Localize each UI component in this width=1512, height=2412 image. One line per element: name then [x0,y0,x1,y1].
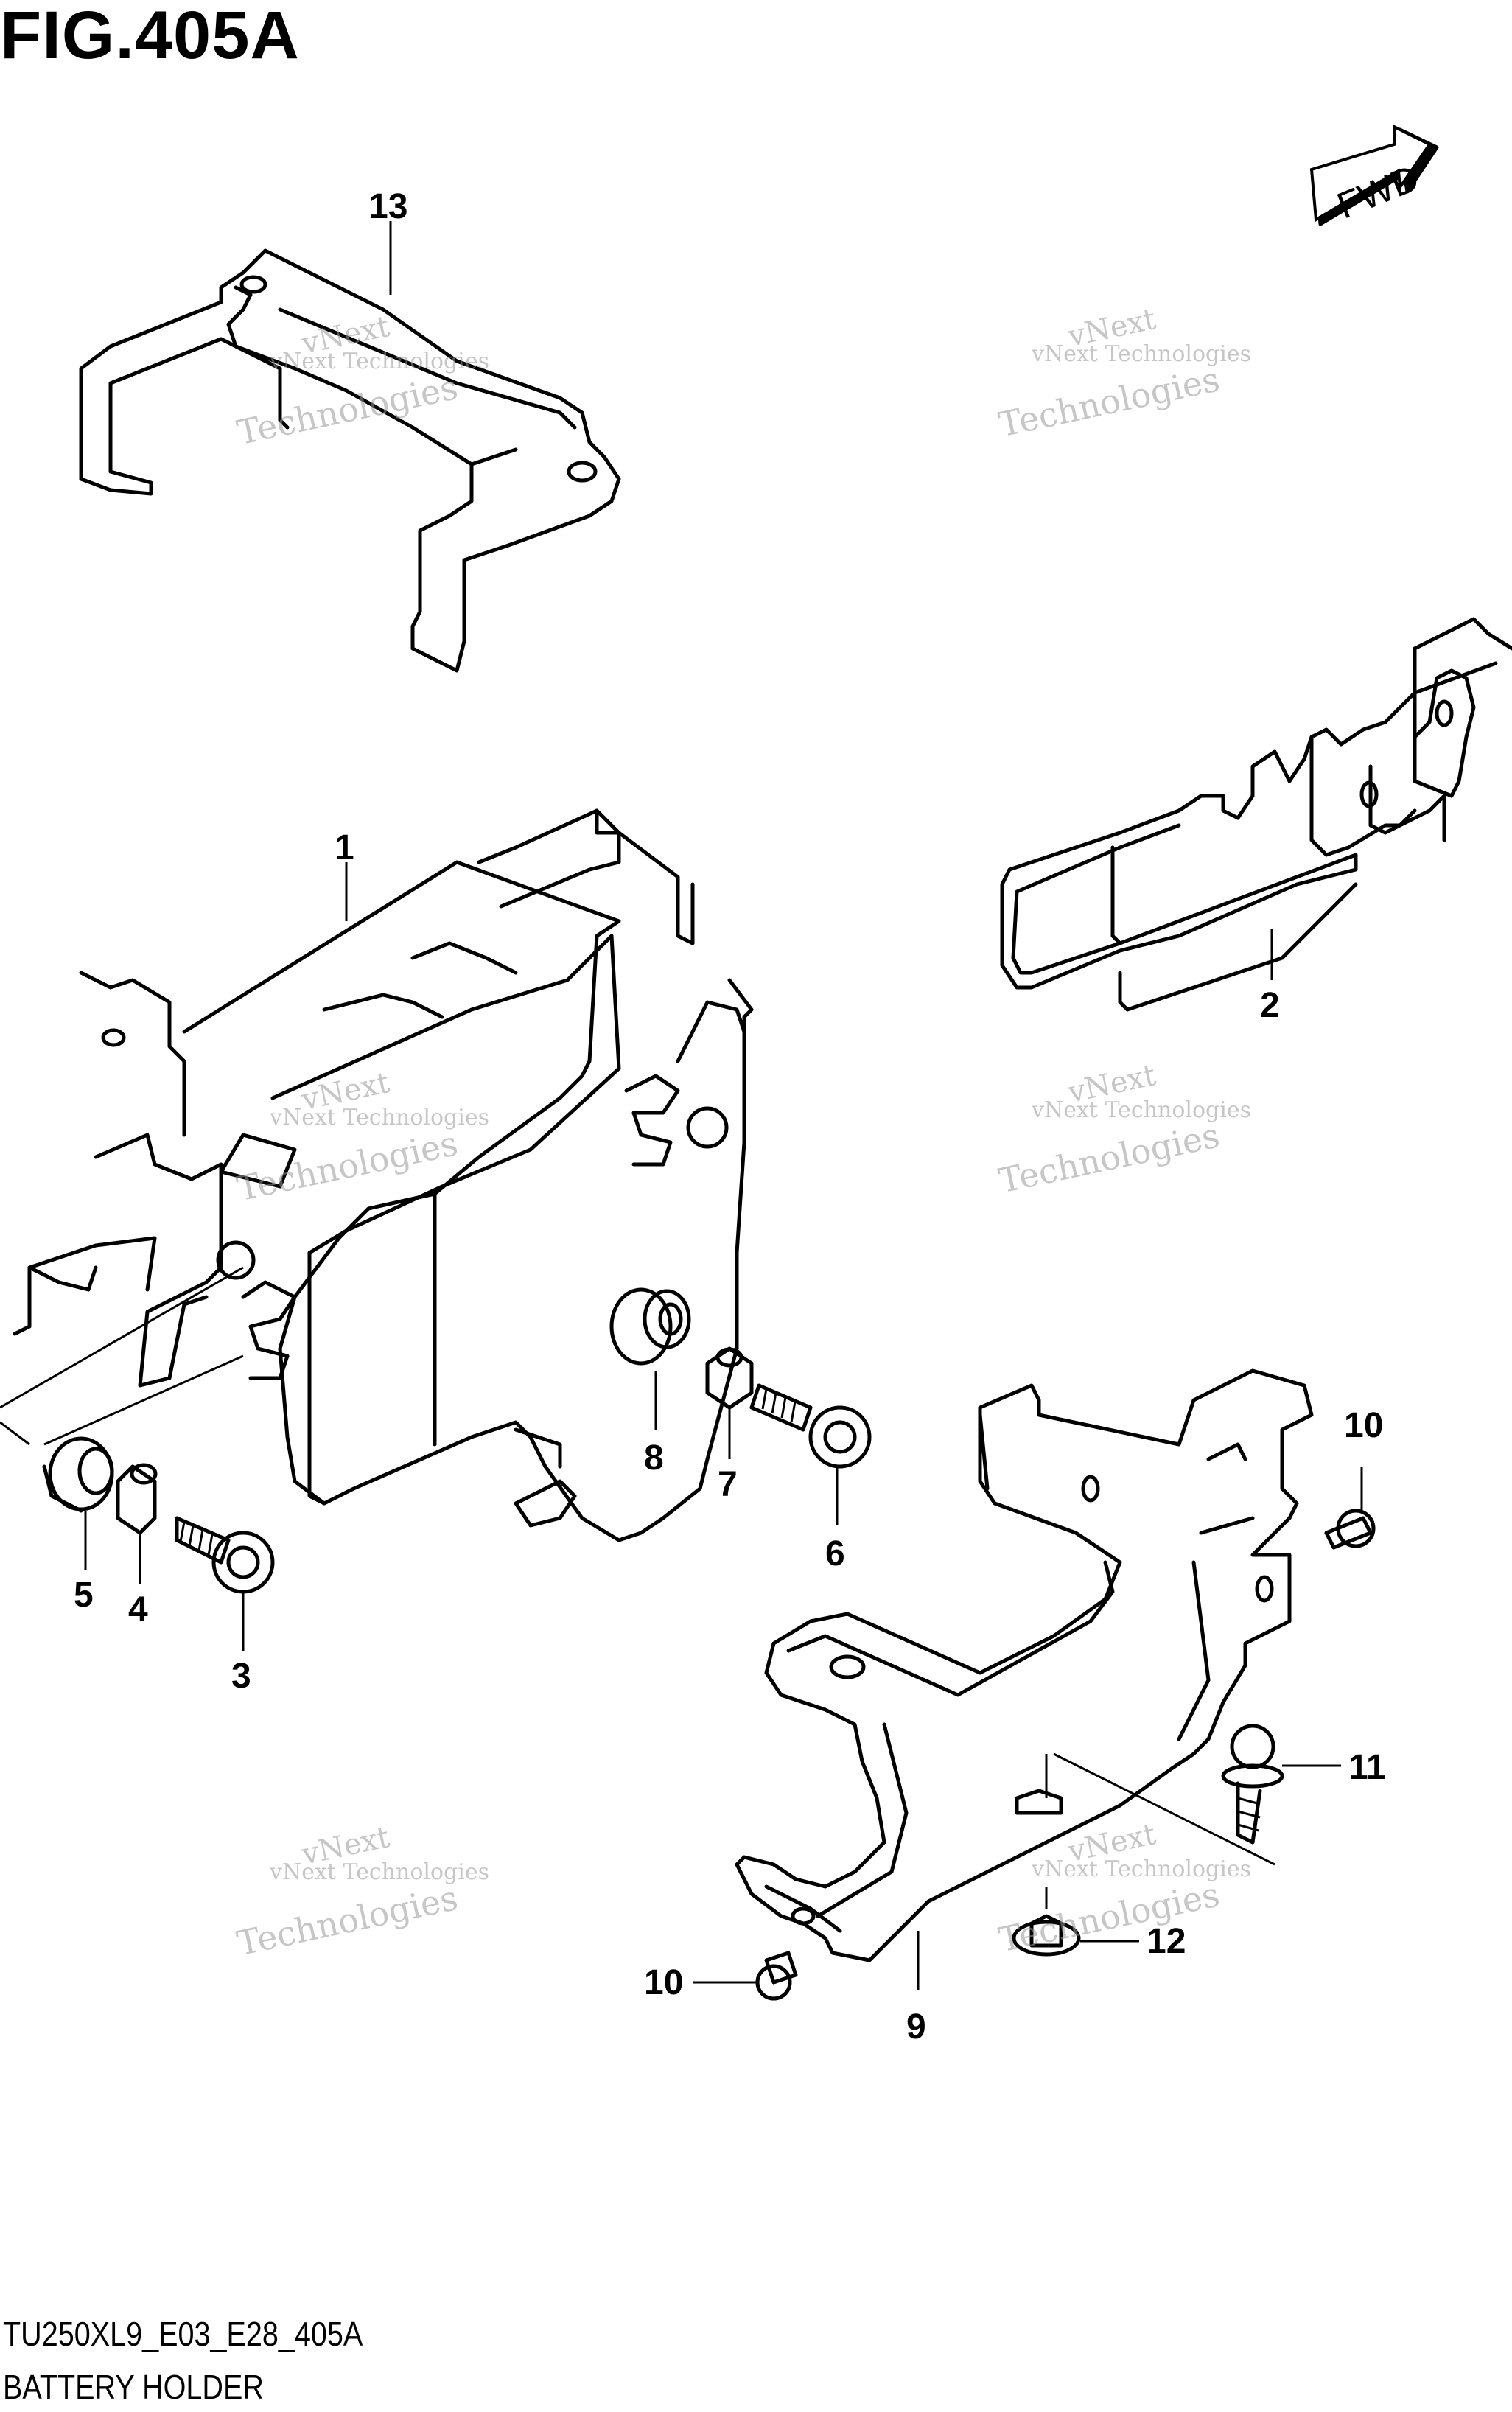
callout-5: 5 [74,1576,94,1615]
figure-caption: BATTERY HOLDER [3,2368,264,2406]
svg-text:Technologies: Technologies [995,1874,1223,1960]
callout-3: 3 [231,1657,251,1696]
part-9-lower-bracket [735,1368,1314,1962]
callout-11: 11 [1348,1748,1386,1787]
svg-text:vNext Technologies: vNext Technologies [269,1105,489,1130]
leader-lines [84,221,1363,1990]
svg-text:vNext Technologies: vNext Technologies [269,349,489,374]
part-10-bolt-upper [1324,1509,1376,1550]
fwd-arrow-icon: FWD [1309,124,1439,226]
callout-4: 4 [128,1590,148,1629]
part-12-nut [1012,1914,1081,1957]
svg-text:Technologies: Technologies [995,1115,1223,1200]
figure-code: TU250XL9_E03_E28_405A [3,2315,363,2353]
callout-8: 8 [644,1439,664,1478]
part-10-bolt-lower [755,1951,798,2001]
svg-text:Technologies: Technologies [995,359,1223,444]
svg-text:vNext Technologies: vNext Technologies [1031,1856,1251,1882]
part-8-grommet [609,1287,691,1366]
part-7-collar [705,1346,754,1410]
watermark-middle-left: vNext vNext Technologies Technologies [234,1066,489,1209]
callout-9: 9 [906,2007,926,2046]
watermark-top-right: vNext vNext Technologies Technologies [995,302,1251,444]
part-11-bolt [1221,1724,1284,1845]
callout-12: 12 [1147,1922,1186,1961]
part-2-rod-bracket [1000,617,1512,1012]
watermark-bottom-right: vNext vNext Technologies Technologies [995,1817,1251,1960]
watermark-bottom-left: vNext vNext Technologies Technologies [234,1820,489,1963]
callout-1: 1 [335,828,354,867]
part-4-collar [116,1463,158,1535]
callout-13: 13 [368,187,407,226]
callout-10-lower: 10 [644,1963,683,2002]
figure-title: FIG.405A [0,0,300,73]
part-1-battery-holder [0,808,754,1542]
part-5-grommet [42,1436,114,1513]
callout-2: 2 [1260,986,1280,1025]
part-6-bolt [749,1383,872,1469]
watermark-top-left: vNext vNext Technologies Technologies [234,310,489,452]
callout-7: 7 [718,1465,738,1504]
part-13-bracket [79,248,621,673]
watermark-middle-right: vNext vNext Technologies Technologies [995,1058,1251,1200]
callout-6: 6 [825,1534,845,1573]
svg-text:vNext Technologies: vNext Technologies [1031,341,1251,367]
callout-10-upper: 10 [1344,1406,1383,1445]
svg-text:Technologies: Technologies [234,367,461,452]
callout-labels: 13 1 2 3 4 5 6 7 8 9 10 10 11 12 [74,187,1386,2046]
part-3-bolt [175,1516,275,1594]
svg-text:vNext Technologies: vNext Technologies [1031,1097,1251,1123]
svg-text:vNext Technologies: vNext Technologies [269,1859,489,1885]
svg-text:Technologies: Technologies [234,1878,461,1963]
